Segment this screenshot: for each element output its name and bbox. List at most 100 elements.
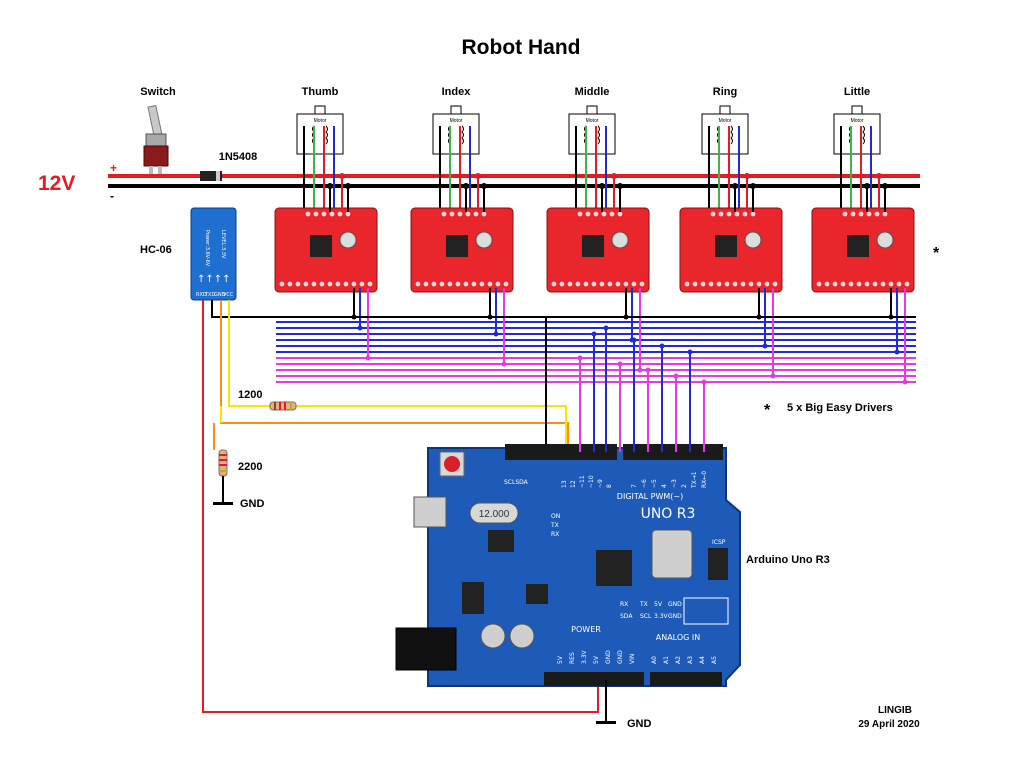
bt-tx-wire	[220, 300, 569, 455]
digital-pin-label: 4	[661, 484, 668, 488]
led-on: ON	[551, 513, 560, 520]
digital-pin-label: 2	[681, 484, 688, 488]
header-left	[505, 444, 617, 460]
bt-rx-wire	[228, 300, 567, 455]
voltage-reg	[462, 582, 484, 614]
capacitor-2	[509, 623, 535, 649]
regulator	[526, 584, 548, 604]
power-pin-label: 5V	[557, 655, 564, 664]
digital-pin-label: ~10	[588, 475, 595, 488]
bluetooth-module: Power:3.6V-6V LEVEL:3.3V ↑↑↑↑ RXD TXD GN…	[190, 207, 237, 301]
side-gnd-2: GND	[668, 613, 682, 620]
usb-chip	[488, 530, 514, 552]
gnd-symbol-left	[213, 502, 233, 505]
power-pin-label: VIN	[629, 654, 636, 664]
driver-index: Motor	[410, 105, 514, 320]
side-5v: 5V	[654, 601, 663, 608]
analog-label: ANALOG IN	[656, 633, 701, 642]
power-pin-label: RES	[569, 652, 576, 664]
digital-pin-label: RX←0	[701, 471, 708, 488]
diode	[200, 171, 222, 181]
led-rx: RX	[551, 531, 559, 538]
bt-pin-vcc: VCC	[223, 292, 234, 298]
power-pin-label: GND	[617, 650, 624, 664]
side-gnd: GND	[668, 601, 682, 608]
finger-label-index: Index	[442, 86, 472, 98]
note-text: 5 x Big Easy Drivers	[787, 402, 893, 414]
finger-labels: Thumb Index Middle Ring Little	[302, 86, 870, 98]
power-pin-label: 5V	[593, 655, 600, 664]
plus-sign: +	[110, 161, 117, 175]
motor-label: Motor	[314, 118, 327, 124]
signal-bus	[276, 288, 916, 385]
big-easy-driver-thumb	[274, 207, 378, 293]
bt-pin-txd: TXD	[204, 292, 215, 298]
analog-pin-label: A0	[651, 656, 658, 664]
power-label: POWER	[571, 625, 601, 634]
gnd-label-bottom: GND	[627, 718, 652, 730]
arduino-label: Arduino Uno R3	[746, 554, 830, 566]
digital-pin-label: 7	[631, 484, 638, 488]
crystal-label: 12.000	[479, 509, 510, 520]
main-crystal	[651, 529, 693, 579]
digital-pin-label: TX→1	[691, 471, 698, 489]
digital-pin-label: ~9	[597, 479, 604, 488]
bt-pin-gnd: GND	[214, 292, 226, 298]
toggle-switch	[143, 104, 169, 174]
finger-label-middle: Middle	[575, 86, 610, 98]
finger-label-ring: Ring	[713, 86, 737, 98]
side-sda: SDA	[620, 613, 633, 620]
digital-pin-label: ~11	[579, 475, 586, 488]
header-right	[623, 444, 723, 460]
driver-middle: Motor	[546, 105, 650, 320]
analog-header	[650, 672, 722, 686]
power-pin-label: 3.3V	[581, 649, 588, 664]
finger-label-little: Little	[844, 86, 870, 98]
digital-pin-label: ~6	[641, 479, 648, 488]
digital-pin-label: ~3	[671, 479, 678, 488]
icsp-header	[708, 548, 728, 580]
driver-little: Motor	[811, 105, 915, 320]
side-scl: SCL	[640, 613, 652, 620]
board-name: UNO R3	[641, 506, 696, 522]
power-header	[544, 672, 644, 686]
driver-group: Motor Motor Motor Motor Motor	[274, 105, 915, 320]
side-33v: 3.3V	[654, 613, 669, 620]
analog-pin-label: A2	[675, 656, 682, 664]
motor-label: Motor	[719, 118, 732, 124]
credit-date: 29 April 2020	[858, 719, 920, 730]
reset-button-cap	[444, 456, 460, 472]
big-easy-driver-middle	[546, 207, 650, 293]
analog-pin-label: A5	[711, 656, 718, 664]
svg-text:↑↑↑↑: ↑↑↑↑	[197, 274, 231, 285]
side-header	[683, 597, 729, 625]
analog-pin-label: A4	[699, 656, 706, 664]
big-easy-driver-little	[811, 207, 915, 293]
motor-label: Motor	[450, 118, 463, 124]
usb-port	[413, 496, 447, 528]
resistor-1200	[269, 401, 297, 411]
credit-author: LINGIB	[878, 705, 912, 716]
side-rx: RX	[620, 601, 628, 608]
svg-text:Power:3.6V-6V: Power:3.6V-6V	[204, 230, 210, 267]
resistor-2200-label: 2200	[238, 461, 262, 473]
resistor-1200-label: 1200	[238, 389, 262, 401]
arduino-board: 12.000 UNO R3 DIGITAL PWM(~) POWER ANALO…	[395, 444, 741, 687]
bt-gnd-wire	[211, 300, 916, 318]
resistor-2200	[218, 449, 228, 477]
diode-label: 1N5408	[219, 151, 258, 163]
digital-pin-label: ~5	[651, 479, 658, 488]
scl-sda-label: SCLSDA	[504, 479, 529, 486]
voltage-label: 12V	[38, 172, 75, 195]
analog-pin-label: A1	[663, 656, 670, 664]
analog-pin-label: A3	[687, 656, 694, 664]
diagram-title: Robot Hand	[462, 36, 581, 59]
bt-vcc-wire	[202, 300, 599, 713]
digital-pin-label: 12	[570, 480, 577, 488]
digital-pin-label: 8	[606, 484, 613, 488]
power-jack	[395, 627, 457, 671]
gnd-symbol-bottom	[596, 721, 616, 724]
big-easy-driver-index	[410, 207, 514, 293]
